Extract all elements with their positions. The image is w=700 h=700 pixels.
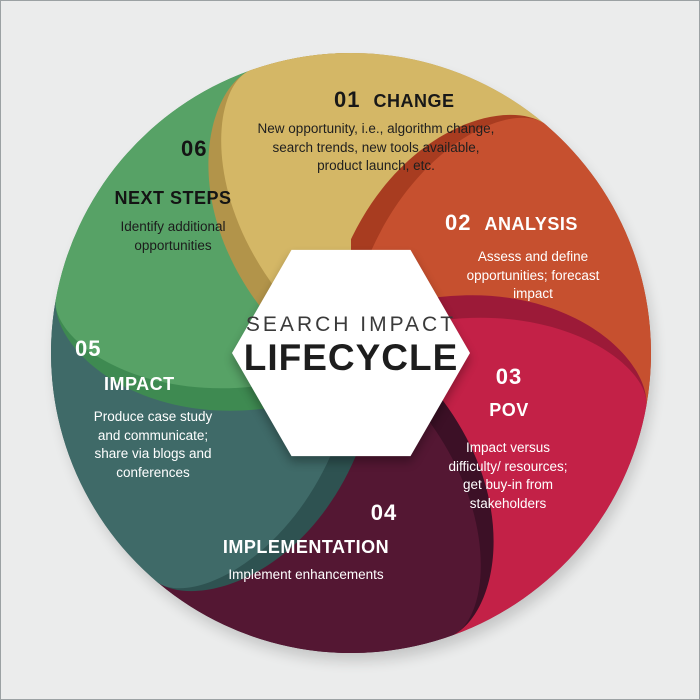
center-title-line2: LIFECYCLE bbox=[243, 337, 459, 378]
segment-01-title: CHANGE bbox=[373, 91, 455, 111]
segment-01-description: New opportunity, i.e., algorithm change,… bbox=[257, 121, 495, 174]
center-hexagon bbox=[232, 249, 470, 457]
segment-06-description: Identify additional opportunities bbox=[120, 219, 226, 253]
segment-03-title: POV bbox=[489, 400, 529, 420]
segment-03-number: 03 bbox=[495, 364, 523, 389]
segment-05-title: IMPACT bbox=[104, 374, 175, 394]
segment-05-number: 05 bbox=[75, 336, 102, 361]
segment-02-title: ANALYSIS bbox=[484, 214, 578, 234]
segment-04-number: 04 bbox=[370, 500, 398, 525]
segment-06-number: 06 bbox=[181, 136, 208, 161]
segment-03-description: Impact versus difficulty/ resources; get… bbox=[448, 440, 568, 511]
segment-01-header: 01 CHANGE bbox=[334, 87, 455, 113]
segment-01-number: 01 bbox=[334, 87, 361, 112]
segment-02-number: 02 bbox=[445, 210, 472, 235]
segment-04-description: Implement enhancements bbox=[228, 567, 384, 582]
center-title-line1: SEARCH IMPACT bbox=[245, 313, 457, 336]
segment-04-title: IMPLEMENTATION bbox=[222, 537, 390, 557]
segment-06-title: NEXT STEPS bbox=[114, 188, 232, 208]
segment-02-description: Assess and define opportunities; forecas… bbox=[466, 249, 600, 302]
segment-05-description: Produce case study and communicate; shar… bbox=[93, 409, 213, 480]
segment-02-header: 02 ANALYSIS bbox=[445, 210, 578, 236]
